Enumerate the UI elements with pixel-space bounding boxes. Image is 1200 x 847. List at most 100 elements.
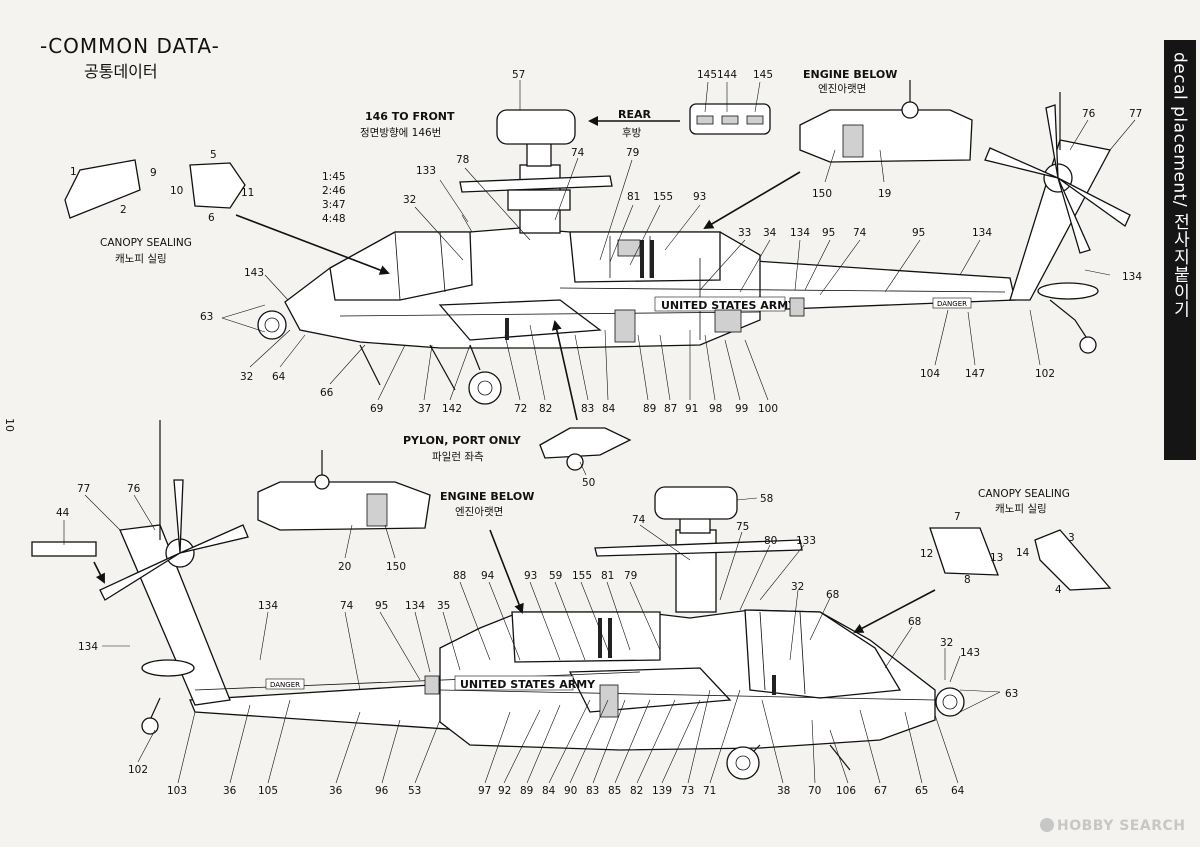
callout: 150 [386,561,406,573]
callout: 93 [524,570,537,582]
callout: 144 [717,69,737,81]
callout: 72 [514,403,527,415]
callout: 90 [564,785,577,797]
canopy-sealing-parts-bottom [929,527,1112,591]
callout: 3 [1068,532,1075,544]
ratio-1: 1:45 [322,171,346,183]
bottom-engine-below-ko: 엔진아랫면 [455,506,503,518]
callout: 7 [954,511,961,523]
leader-lines-bottom [63,494,1001,784]
callout: 139 [652,785,672,797]
page-number: 10 [3,418,16,432]
callout: 145 [697,69,717,81]
page-title: -COMMON DATA- [40,34,220,58]
callout: 134 [258,600,278,612]
tail-arrow-bottom [93,561,105,584]
callout: 69 [370,403,383,415]
callout: 8 [964,574,971,586]
top-helicopter-drawing: UNITED STATES ARMY DANGER [257,92,1131,405]
callout: 35 [437,600,450,612]
top-engine-below-ko: 엔진아랫면 [818,83,866,95]
bottom-army-decal [454,675,574,691]
callout: 73 [681,785,694,797]
callout: 104 [920,368,940,380]
callout: 4 [1055,584,1062,596]
callout: 145 [753,69,773,81]
callout: 74 [632,514,646,526]
callout: 44 [56,507,70,519]
callout: 11 [241,187,254,199]
bottom-army-text: UNITED STATES ARMY [460,678,596,691]
callout: 1 [70,166,77,178]
engine-arrow-bottom [489,529,524,614]
canopy-arrow-bottom [853,589,936,633]
callout: 34 [763,227,777,239]
callout: 94 [481,570,495,582]
top-main-rotor-hub [459,109,613,234]
callout: 81 [627,191,640,203]
callout: 64 [272,371,286,383]
bottom-danger-text: DANGER [270,681,300,689]
callout: 77 [77,483,90,495]
callout: 87 [664,403,677,415]
callout: 74 [340,600,354,612]
callout: 95 [822,227,835,239]
callout: 100 [758,403,778,415]
pylon-label: PYLON, PORT ONLY [403,434,522,447]
callout: 103 [167,785,187,797]
callout: 97 [478,785,491,797]
callout: 147 [965,368,985,380]
callout: 65 [915,785,928,797]
bottom-engine-below-label: ENGINE BELOW [440,490,534,503]
top-labels: CANOPY SEALING 캐노피 실링 146 TO FRONT 정면방향에… [100,68,897,463]
callout: 77 [1129,108,1142,120]
bottom-callouts: 77 76 44 134 134 20 150 58 74 75 80 133 … [56,483,1075,797]
callout: 134 [78,641,98,653]
engine-arrow-top [703,171,801,230]
top-engine-below-label: ENGINE BELOW [803,68,897,81]
ratio-3: 3:47 [322,199,346,211]
callout: 155 [653,191,673,203]
callout: 9 [150,167,157,179]
pylon-arrow [551,320,578,421]
callout: 58 [760,493,773,505]
callout: 63 [1005,688,1018,700]
callout: 150 [812,188,832,200]
callout: 134 [972,227,992,239]
callout: 19 [878,188,891,200]
callout: 93 [693,191,706,203]
top-army-text: UNITED STATES ARMY [661,299,797,312]
ratio-4: 4:48 [322,213,346,225]
callout: 53 [408,785,421,797]
callout: 82 [539,403,552,415]
callout: 88 [453,570,466,582]
bottom-main-rotor-hub [594,486,803,613]
callout: 57 [512,69,525,81]
callout: 89 [643,403,656,415]
leader-lines-top [221,80,1136,476]
callout: 92 [498,785,511,797]
callout: 5 [210,149,217,161]
top-callouts: 1 2 5 6 9 10 11 57 145 144 145 133 78 74… [70,69,1142,489]
callout: 133 [796,535,816,547]
watermark: HOBBY SEARCH [1040,818,1185,834]
callout: 70 [808,785,821,797]
callout: 36 [223,785,237,797]
ratio-2: 2:46 [322,185,346,197]
callout: 155 [572,570,592,582]
watermark-logo-icon [1040,818,1054,832]
callout: 91 [685,403,698,415]
callout: 20 [338,561,351,573]
callout: 12 [920,548,933,560]
callout: 83 [586,785,599,797]
callout: 106 [836,785,856,797]
page-title-ko: 공통데이터 [84,62,158,81]
callout: 10 [170,185,183,197]
callout: 74 [853,227,867,239]
callout: 6 [208,212,215,224]
callout: 59 [549,570,562,582]
callout: 84 [602,403,616,415]
bottom-canopy-sealing-label: CANOPY SEALING [978,488,1070,500]
callout: 105 [258,785,278,797]
canopy-arrow-top [235,214,390,275]
